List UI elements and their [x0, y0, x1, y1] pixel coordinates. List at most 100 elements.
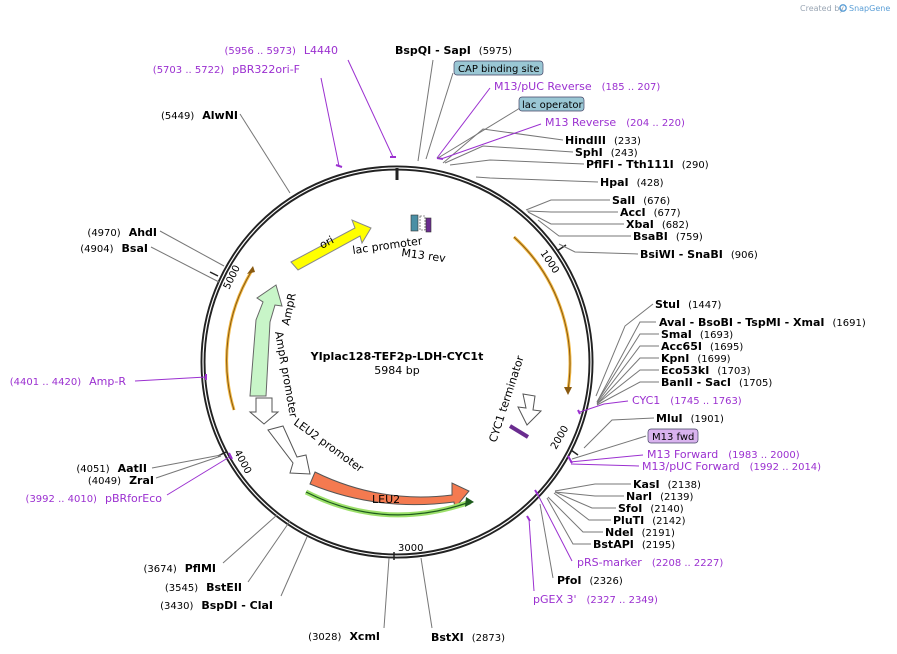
enzyme-name: ZraI: [129, 474, 154, 487]
enzyme-name: AhdI: [129, 226, 157, 239]
enzyme-label-ndei: NdeI(2191): [605, 526, 675, 539]
enzyme-pos: (1703): [717, 366, 750, 377]
enzyme-pos: (290): [682, 160, 709, 171]
lac-operator-block: [419, 215, 426, 231]
primer-label-m13puc-rev: M13/pUC Reverse (185 .. 207): [494, 80, 660, 93]
leader-bstxi: [420, 557, 433, 629]
leader-bsabi: [537, 219, 631, 237]
ampr-label: AmpR: [279, 291, 299, 326]
leader-banii: [596, 381, 659, 406]
enzyme-name: BsiWI: [640, 248, 675, 261]
ampr-feature-arrow: [249, 284, 283, 397]
enzyme-name: XbaI: [626, 218, 654, 231]
leader-bsiwi: [558, 243, 639, 255]
leader-ahdi: [159, 230, 225, 267]
tick-1000: [556, 244, 567, 252]
leader-kpni: [596, 357, 659, 405]
m13-rev-label: M13 rev: [401, 246, 447, 265]
leader-pgex: [528, 518, 535, 592]
primer-name: M13/pUC Reverse: [494, 80, 592, 93]
primer-label-cyc1: CYC1 (1745 .. 1763): [632, 394, 742, 407]
enzyme-label-bsabi: BsaBI(759): [633, 230, 703, 243]
enzyme-label-acc65i: Acc65I(1695): [661, 340, 743, 353]
enzyme-name: AlwNI: [202, 109, 238, 122]
enzyme-label-kpni: KpnI(1699): [661, 352, 731, 365]
primer-range: (1983 .. 2000): [728, 450, 800, 461]
leader-ampr: [134, 376, 207, 382]
leader-bspqi: [417, 59, 434, 162]
enzyme-label-nari: NarI(2139): [626, 490, 694, 503]
leader-sphi: [444, 145, 574, 164]
primer-name: pGEX 3': [533, 593, 577, 606]
enzyme-pos: (3430): [160, 601, 193, 612]
leader-bstapi: [546, 497, 591, 545]
leader-acci: [526, 210, 618, 213]
leader-ndei: [547, 496, 603, 533]
lac-promoter-block: [410, 214, 419, 232]
enzyme-name: BstXI: [431, 631, 464, 644]
enzyme-name: SalI: [612, 194, 635, 207]
enzyme-label-aatii: (4051)AatII: [76, 462, 147, 475]
primer-range: (185 .. 207): [602, 82, 661, 93]
enzyme-pos: (4051): [76, 464, 109, 475]
ampr-promoter-label: AmpR promoter: [272, 330, 300, 419]
enzyme-name2: ClaI: [250, 599, 273, 612]
enzyme-label-avai: AvaI - BsoBI - TspMI - XmaI(1691): [659, 316, 866, 329]
cap-binding-site-box: [453, 60, 544, 76]
cap-binding-site-label: CAP binding site: [458, 64, 540, 75]
primer-range: (5703 .. 5722): [153, 65, 225, 76]
m13-fwd-box: [647, 428, 699, 444]
leader-l4440: [347, 59, 394, 158]
leader-smai: [596, 333, 659, 403]
enzyme-label-hpai: HpaI(428): [600, 176, 664, 189]
enzyme-name4: XmaI: [793, 316, 824, 329]
tick-5000: [209, 271, 219, 277]
boxed-feature-labels: CAP binding site lac operator M13 fwd: [453, 60, 699, 444]
primer-range: (1745 .. 1763): [670, 396, 742, 407]
enzyme-name: KasI: [633, 478, 660, 491]
enzyme-pos: (5975): [479, 46, 512, 57]
enzyme-pos: (1447): [688, 300, 721, 311]
enzyme-leaders: [150, 59, 659, 629]
credit-prefix: Created by: [800, 4, 844, 13]
enzyme-name: PflMI: [185, 562, 216, 575]
leu2-promoter-arrow: [267, 425, 311, 475]
enzyme-label-pflfi: PflFI - Tth111I(290): [586, 158, 709, 171]
enzyme-pos: (759): [676, 232, 703, 243]
feature-arc-left-arrowhead: [247, 266, 255, 274]
enzyme-pos: (3674): [143, 564, 176, 575]
snapgene-logo-icon: [839, 4, 847, 12]
enzyme-name: Eco53kI: [661, 364, 709, 377]
leu2-orf-arc: [305, 491, 471, 516]
enzyme-name2: SacI: [705, 376, 731, 389]
enzyme-name: PfoI: [557, 574, 582, 587]
primer-name: M13 Forward: [647, 448, 718, 461]
enzyme-name: SmaI: [661, 328, 692, 341]
primer-label-l4440: (5956 .. 5973)L4440: [224, 44, 338, 57]
primer-range: (204 .. 220): [626, 118, 685, 129]
enzyme-label-bsteii: (3545)BstEII: [165, 581, 242, 594]
leader-m13puc-rev: [436, 87, 491, 159]
enzyme-label-ahdi: (4970)AhdI: [87, 226, 157, 239]
feature-arc-left-edge: [226, 271, 252, 411]
plasmid-name: YIplac128-TEF2p-LDH-CYC1t: [310, 350, 484, 363]
enzyme-name: BspDI: [201, 599, 237, 612]
enzyme-name: Acc65I: [661, 340, 702, 353]
enzyme-pos: (4904): [80, 244, 113, 255]
enzyme-name: PflFI: [586, 158, 614, 171]
primer-name: CYC1: [632, 394, 660, 407]
feature-arc-left: [225, 271, 253, 411]
enzyme-name: StuI: [655, 298, 680, 311]
enzyme-name: HpaI: [600, 176, 629, 189]
enzyme-label-mlui: MluI(1901): [656, 412, 724, 425]
enzyme-pos: (1691): [832, 318, 865, 329]
enzyme-label-bsiwi: BsiWI - SnaBI(906): [640, 248, 758, 261]
leader-eco53ki: [596, 369, 659, 405]
leader-mlui: [583, 417, 655, 449]
enzyme-labels-left: (5449)AlwNI (4970)AhdI (4904)BsaI (4051)…: [76, 109, 380, 643]
enzyme-label-eco53ki: Eco53kI (1703): [661, 364, 751, 377]
leader-pfoi: [539, 503, 554, 579]
enzyme-pos: (2142): [652, 516, 685, 527]
leader-pbrforeco: [166, 455, 232, 496]
enzyme-pos: (2873): [472, 633, 505, 644]
